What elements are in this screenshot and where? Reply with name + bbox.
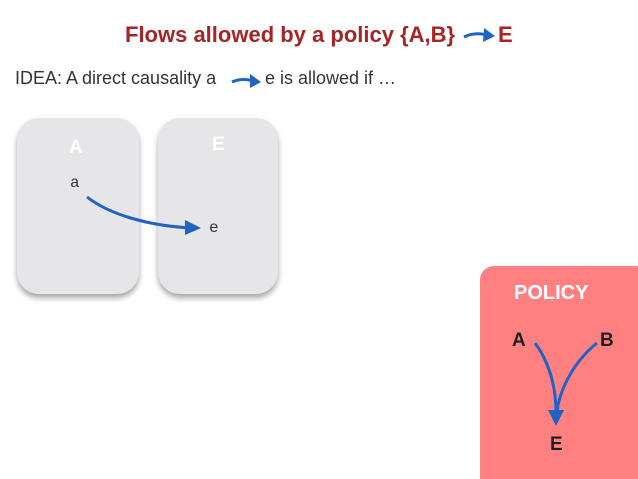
title-target: E xyxy=(498,22,513,47)
policy-title: POLICY xyxy=(514,282,589,304)
title-text: Flows allowed by a policy {A,B} xyxy=(125,22,456,47)
flow-arrow-icon xyxy=(231,74,261,88)
idea-prefix: IDEA: A direct causality a xyxy=(15,68,217,88)
flow-arrow-icon xyxy=(463,28,495,42)
slide-title: Flows allowed by a policy {A,B} E xyxy=(0,22,638,52)
idea-line: IDEA: A direct causality a e is allowed … xyxy=(0,68,638,94)
idea-suffix: e is allowed if … xyxy=(265,68,397,88)
policy-target-e: E xyxy=(550,434,563,455)
box-e-label: E xyxy=(212,134,225,155)
variable-e: e xyxy=(209,219,219,237)
policy-source-a: A xyxy=(512,330,526,351)
box-a-label: A xyxy=(69,137,83,158)
variable-a: a xyxy=(70,174,80,192)
policy-source-b: B xyxy=(600,330,614,351)
